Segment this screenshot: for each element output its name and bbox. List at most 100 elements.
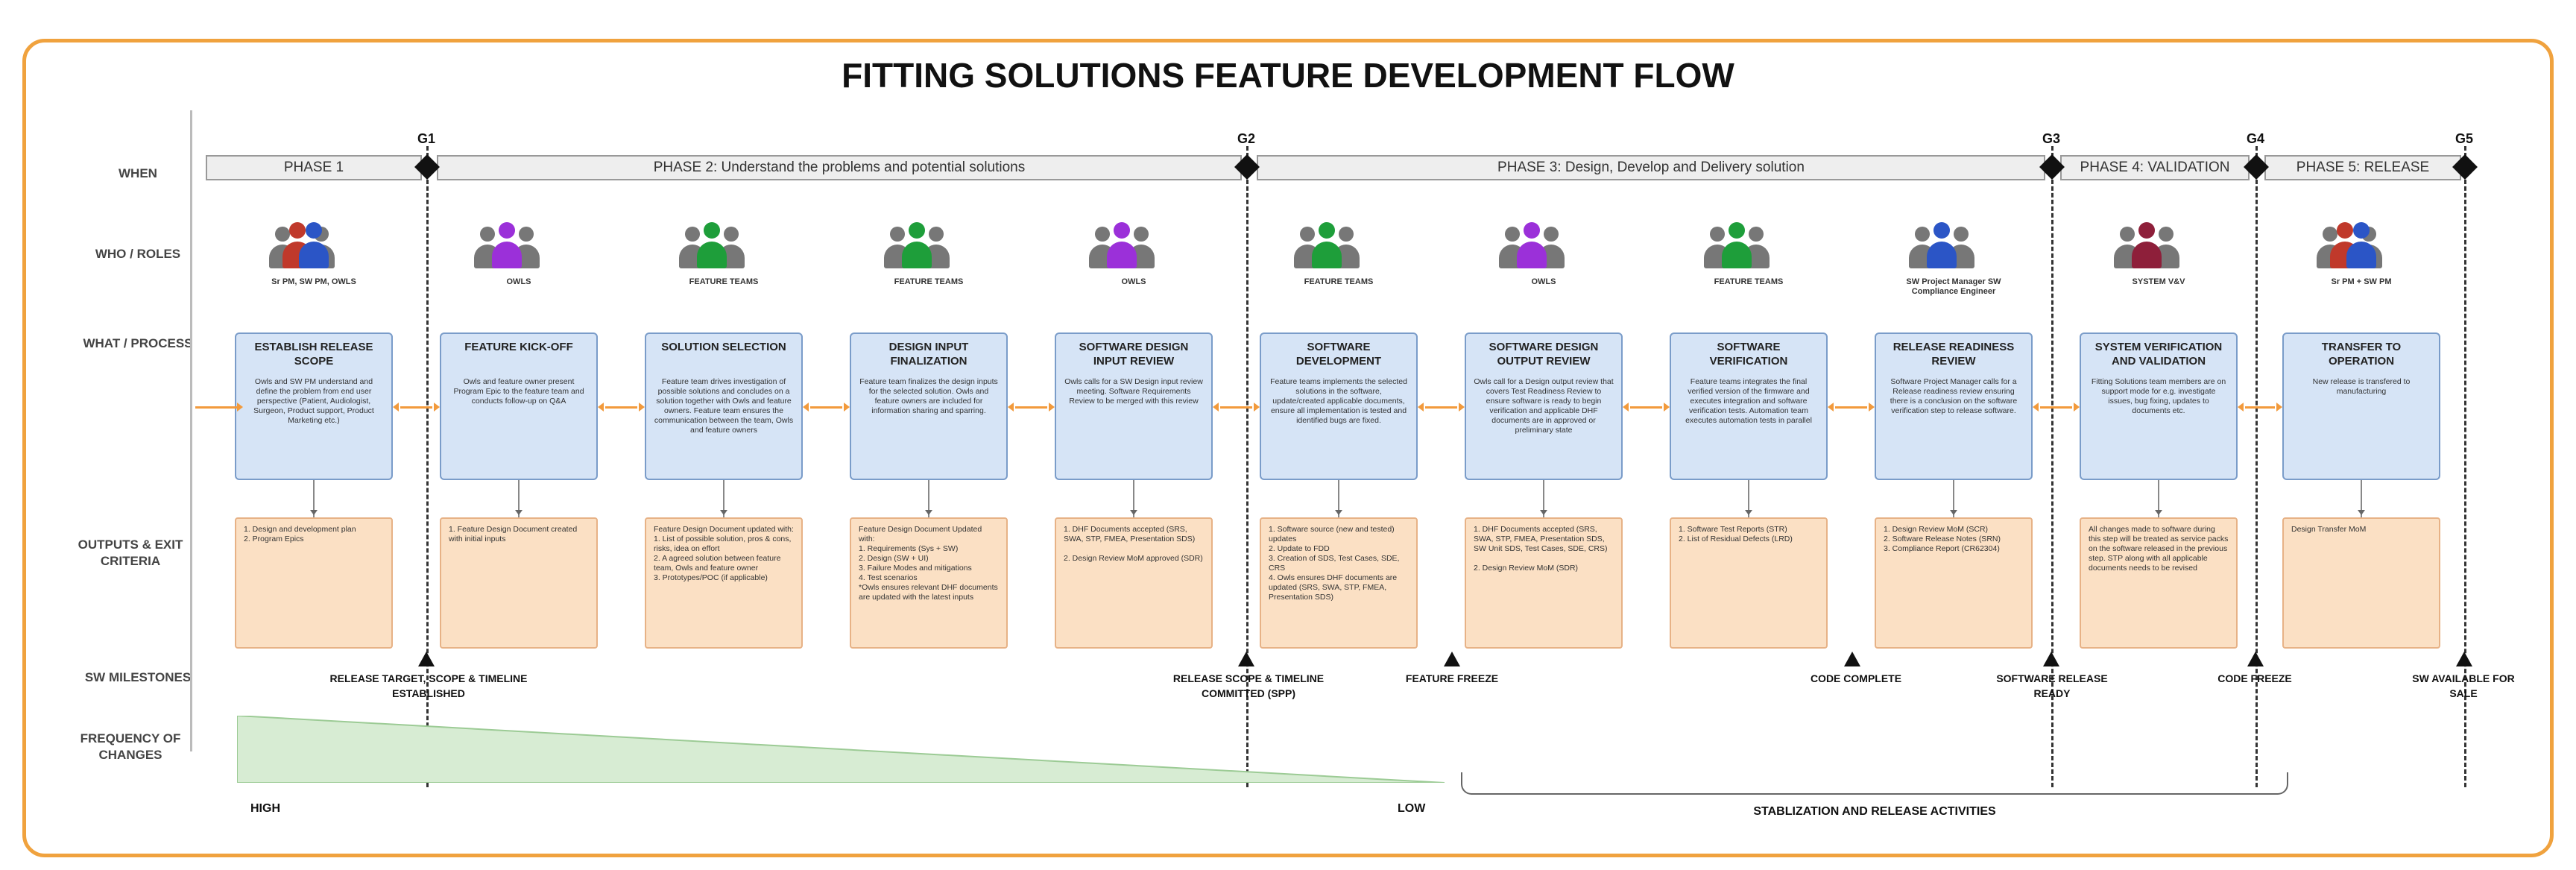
output-connector [2155, 480, 2162, 517]
milestone-marker-4 [1844, 652, 1860, 666]
role-label: SW Project Manager SW Compliance Enginee… [1906, 277, 2001, 296]
process-description: Feature team finalizes the design inputs… [859, 377, 998, 415]
milestone-marker-1 [418, 652, 435, 666]
output-box-8: 1. Software Test Reports (STR) 2. List o… [1670, 517, 1828, 649]
entry-arrow [195, 403, 243, 412]
output-box-2: 1. Feature Design Document created with … [440, 517, 598, 649]
flow-connector [803, 403, 850, 412]
output-connector [310, 480, 318, 517]
milestone-label-7: SW AVAILABLE FOR SALE [2412, 672, 2515, 699]
phase-4: PHASE 4: VALIDATION [2060, 155, 2250, 180]
gate-label-g5: G5 [2455, 131, 2474, 146]
people-icon [1074, 221, 1193, 274]
output-box-4: Feature Design Document Updated with: 1.… [850, 517, 1008, 649]
frequency-high-label: HIGH [250, 802, 280, 815]
row-label-who: WHO / ROLES [95, 247, 181, 261]
role-group-7: OWLS [1484, 221, 1603, 287]
process-title: SOFTWARE DEVELOPMENT [1295, 341, 1382, 368]
process-title: SYSTEM VERIFICATION AND VALIDATION [2094, 341, 2223, 368]
vertical-axis-line [190, 110, 192, 751]
role-group-3: FEATURE TEAMS [664, 221, 783, 287]
process-title: SOFTWARE DESIGN OUTPUT REVIEW [1489, 341, 1599, 368]
output-connector [1745, 480, 1752, 517]
role-label: FEATURE TEAMS [1304, 277, 1374, 286]
role-label: FEATURE TEAMS [689, 277, 759, 286]
process-box-10: SYSTEM VERIFICATION AND VALIDATION Fittin… [2080, 332, 2238, 480]
flow-connector [393, 403, 440, 412]
gate-label-g4: G4 [2247, 131, 2265, 146]
stabilization-brace [1461, 772, 2288, 795]
role-group-5: OWLS [1074, 221, 1193, 287]
people-icon [459, 221, 578, 274]
row-label-outputs: OUTPUTS & EXIT CRITERIA [78, 538, 183, 568]
role-label: FEATURE TEAMS [1714, 277, 1784, 286]
people-icon [1484, 221, 1603, 274]
process-description: Owls calls for a SW Design input review … [1064, 377, 1203, 406]
process-description: Feature teams integrates the final verif… [1685, 377, 1812, 425]
process-description: Fitting Solutions team members are on su… [2091, 377, 2226, 415]
milestone-label-3: FEATURE FREEZE [1405, 672, 1499, 684]
people-icon [664, 221, 783, 274]
process-title: DESIGN INPUT FINALIZATION [888, 341, 969, 368]
process-box-7: SOFTWARE DESIGN OUTPUT REVIEW Owls call f… [1465, 332, 1623, 480]
output-connector [720, 480, 727, 517]
output-box-3: Feature Design Document updated with: 1.… [645, 517, 803, 649]
people-icon [869, 221, 988, 274]
milestone-marker-2 [1238, 652, 1254, 666]
role-label: OWLS [506, 277, 531, 286]
flow-connector [1008, 403, 1055, 412]
process-box-5: SOFTWARE DESIGN INPUT REVIEW Owls calls f… [1055, 332, 1213, 480]
milestone-label-2: RELEASE SCOPE & TIMELINE COMMITTED (SPP) [1172, 672, 1325, 699]
output-connector [1130, 480, 1137, 517]
milestone-marker-5 [2043, 652, 2059, 666]
flow-connector [1213, 403, 1260, 412]
flow-connector [1418, 403, 1465, 412]
role-group-9: SW Project Manager SW Compliance Enginee… [1894, 221, 2013, 297]
row-label-milestones: SW MILESTONES [84, 670, 192, 684]
row-label-what: WHAT / PROCESS [83, 336, 193, 350]
phase-1: PHASE 1 [206, 155, 422, 180]
gate-line-g1 [426, 146, 429, 787]
output-connector [2358, 480, 2365, 517]
process-title: ESTABLISH RELEASE SCOPE [254, 341, 373, 368]
people-icon [1689, 221, 1808, 274]
flow-connector [1828, 403, 1875, 412]
role-group-4: FEATURE TEAMS [869, 221, 988, 287]
process-description: Owls call for a Design output review tha… [1474, 377, 1614, 435]
process-description: Feature teams implements the selected so… [1270, 377, 1407, 425]
output-connector [1950, 480, 1957, 517]
role-group-10: SYSTEM V&V [2099, 221, 2218, 287]
process-description: New release is transfered to manufacturi… [2312, 377, 2411, 396]
gate-line-g4 [2255, 146, 2258, 787]
people-icon [1894, 221, 2013, 274]
role-group-8: FEATURE TEAMS [1689, 221, 1808, 287]
role-group-11: Sr PM + SW PM [2302, 221, 2421, 287]
milestone-label-6: CODE FREEZE [2217, 672, 2292, 684]
people-icon [2099, 221, 2218, 274]
stabilization-label: STABLIZATION AND RELEASE ACTIVITIES [1753, 805, 1996, 818]
row-label-frequency: FREQUENCY OF CHANGES [80, 731, 181, 762]
process-description: Owls and feature owner present Program E… [453, 377, 584, 406]
flow-connector [1623, 403, 1670, 412]
process-box-11: TRANSFER TO OPERATION New release is tran… [2282, 332, 2440, 480]
gate-label-g3: G3 [2042, 131, 2061, 146]
gate-label-g2: G2 [1237, 131, 1256, 146]
phase-5: PHASE 5: RELEASE [2264, 155, 2461, 180]
milestone-marker-6 [2247, 652, 2264, 666]
gate-line-g2 [1246, 146, 1248, 787]
phase-2: PHASE 2: Understand the problems and pot… [437, 155, 1242, 180]
role-group-1: Sr PM, SW PM, OWLS [254, 221, 373, 287]
role-label: FEATURE TEAMS [894, 277, 964, 286]
process-title: FEATURE KICK-OFF [464, 341, 573, 353]
gate-line-g3 [2051, 146, 2053, 787]
output-box-1: 1. Design and development plan 2. Progra… [235, 517, 393, 649]
role-label: SYSTEM V&V [2132, 277, 2185, 286]
process-title: SOFTWARE DESIGN INPUT REVIEW [1079, 341, 1189, 368]
phase-3: PHASE 3: Design, Develop and Delivery so… [1257, 155, 2045, 180]
role-group-2: OWLS [459, 221, 578, 287]
process-title: TRANSFER TO OPERATION [2321, 341, 2402, 368]
gate-label-g1: G1 [417, 131, 436, 146]
process-box-6: SOFTWARE DEVELOPMENT Feature teams implem… [1260, 332, 1418, 480]
